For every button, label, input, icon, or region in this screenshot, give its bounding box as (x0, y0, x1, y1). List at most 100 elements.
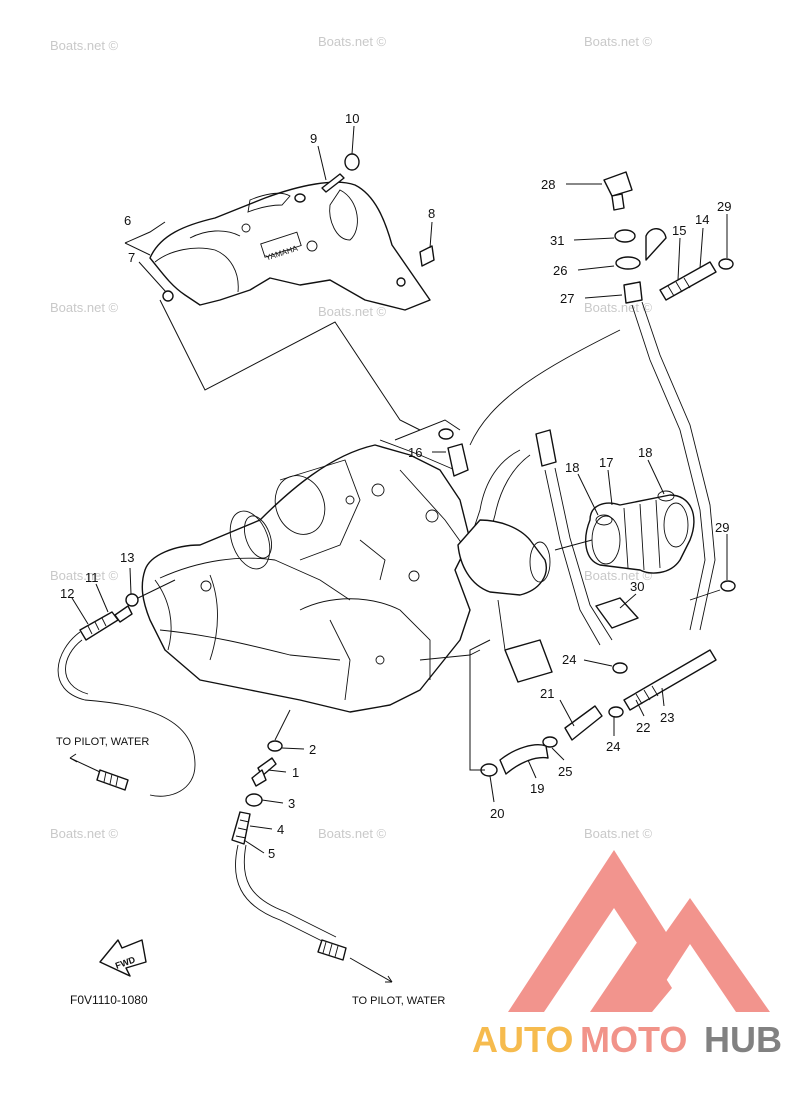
screw (321, 173, 345, 193)
callout-number: 7 (128, 250, 135, 265)
callout-number: 22 (636, 720, 650, 735)
callout-number: 1 (292, 765, 299, 780)
hose-joint (317, 939, 347, 961)
water-hose (235, 844, 331, 946)
t-joint (564, 705, 603, 741)
callout-number: 4 (277, 822, 284, 837)
callout-number: 23 (660, 710, 674, 725)
callout-number: 31 (550, 233, 564, 248)
hose-clamp (608, 706, 624, 718)
spacer (504, 639, 553, 683)
automotohub-logo: AUTO MOTO HUB (472, 850, 782, 1060)
washer (396, 277, 406, 287)
callout-number: 21 (540, 686, 554, 701)
watermark-text: Boats.net © (50, 568, 119, 583)
callout-number: 27 (560, 291, 574, 306)
callout-number: 10 (345, 111, 359, 126)
hose (659, 261, 717, 301)
pilot-water-note-bottom: TO PILOT, WATER (352, 995, 445, 1007)
exhaust-body-group (141, 419, 481, 713)
bracket (595, 597, 639, 629)
watermark-text: Boats.net © (584, 300, 653, 315)
hose (499, 744, 549, 775)
hose-joint (447, 443, 469, 477)
callout-number: 6 (124, 213, 131, 228)
watermark-text: Boats.net © (318, 34, 387, 49)
hose-clamp (720, 580, 736, 592)
hose-joint (114, 605, 133, 623)
hose-clamp (267, 740, 283, 752)
callout-number: 24 (606, 739, 620, 754)
callout-number: 13 (120, 550, 134, 565)
callout-number: 18 (565, 460, 579, 475)
callout-number: 5 (268, 846, 275, 861)
logo-text-hub: HUB (704, 1019, 782, 1060)
pilot-water-note-left: TO PILOT, WATER (56, 736, 149, 748)
watermark-text: Boats.net © (50, 38, 119, 53)
logo-text-auto: AUTO (472, 1019, 573, 1060)
callout-number: 20 (490, 806, 504, 821)
callout-number: 12 (60, 586, 74, 601)
hose (623, 649, 717, 711)
watermark-text: Boats.net © (584, 34, 653, 49)
hose-clamp (718, 258, 734, 270)
o-ring (614, 229, 636, 243)
exhaust-cover-group: YAMAHA (124, 153, 435, 431)
callout-number: 14 (695, 212, 709, 227)
watermark-text: Boats.net © (318, 304, 387, 319)
callout-number: 18 (638, 445, 652, 460)
callout-layer: 1 2 3 4 5 6 7 8 9 10 11 12 13 (60, 111, 731, 861)
callout-number: 25 (558, 764, 572, 779)
callout-number: 2 (309, 742, 316, 757)
hose-clamp (438, 428, 454, 440)
hose-clamp (125, 593, 139, 607)
callout-number: 15 (672, 223, 686, 238)
rubber-coupling (584, 494, 695, 574)
logo-text-moto: MOTO (580, 1019, 687, 1060)
exhaust-cover (149, 181, 431, 311)
hose-joint (535, 429, 557, 467)
fwd-arrow: FWD (99, 939, 147, 977)
water-hose (57, 631, 196, 797)
hose-joint (231, 811, 251, 845)
watermark-text: Boats.net © (50, 300, 119, 315)
exhaust-manifold (141, 444, 471, 713)
callout-number: 3 (288, 796, 295, 811)
left-pilot-hose-group: TO PILOT, WATER (56, 579, 196, 797)
hose-clamp (612, 662, 628, 674)
callout-number: 24 (562, 652, 576, 667)
callout-number: 11 (85, 570, 99, 585)
damper (162, 290, 174, 302)
cap (603, 171, 633, 197)
right-fittings-group (438, 171, 736, 777)
nipple (623, 281, 643, 304)
watermark-text: Boats.net © (584, 826, 653, 841)
logo-triangle (508, 850, 770, 1012)
collar (344, 153, 360, 171)
hose-joint (79, 611, 119, 641)
callout-number: 28 (541, 177, 555, 192)
callout-number: 8 (428, 206, 435, 221)
drawing-code: F0V1110-1080 (70, 993, 148, 1007)
watermark-text: Boats.net © (318, 826, 387, 841)
grommet (294, 193, 306, 203)
watermark-layer: Boats.net © Boats.net © Boats.net © Boat… (50, 34, 653, 841)
callout-number: 17 (599, 455, 613, 470)
watermark-text: Boats.net © (50, 826, 119, 841)
watermark-text: Boats.net © (584, 568, 653, 583)
exhaust-pipe (457, 519, 547, 596)
clip (419, 245, 435, 267)
callout-number: 29 (717, 199, 731, 214)
callout-number: 16 (408, 445, 422, 460)
callout-number: 29 (715, 520, 729, 535)
water-hose (631, 304, 706, 631)
callout-number: 19 (530, 781, 544, 796)
callout-number: 26 (553, 263, 567, 278)
hose-clamp (245, 793, 263, 807)
washer (615, 256, 641, 270)
callout-number: 30 (630, 579, 644, 594)
strap-cap (645, 228, 667, 261)
lower-pilot-hose-group: TO PILOT, WATER (231, 709, 445, 1007)
callout-number: 9 (310, 131, 317, 146)
